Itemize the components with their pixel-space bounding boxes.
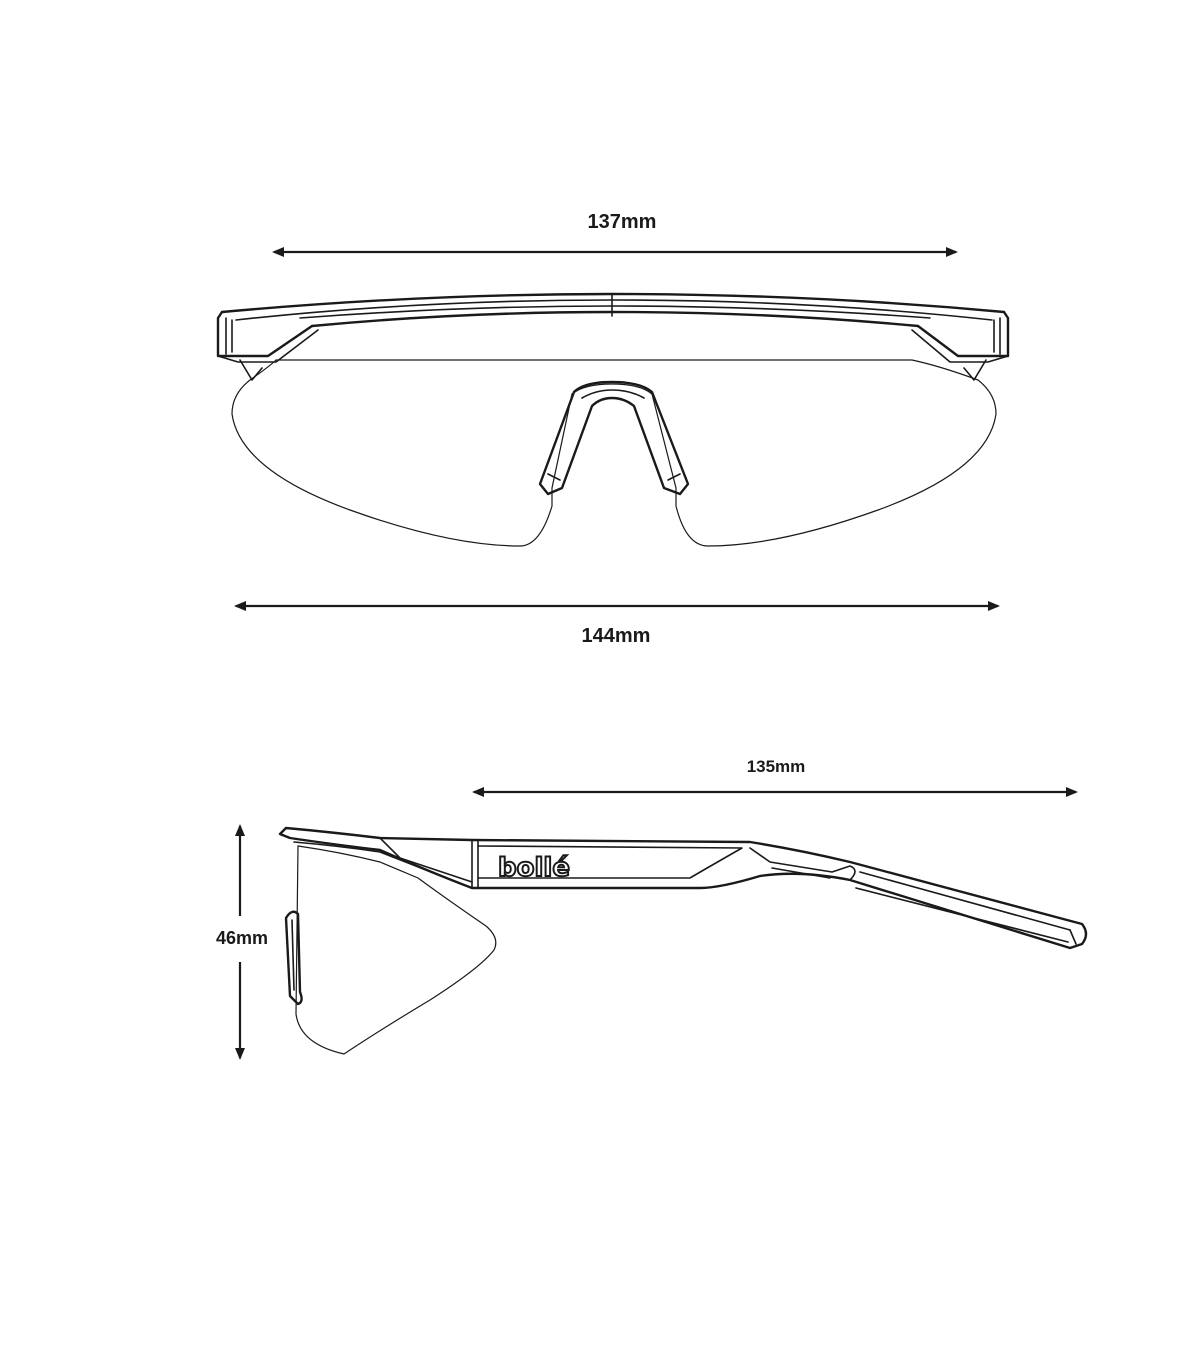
side-lens	[295, 845, 497, 1055]
lens-width-label: 144mm	[582, 625, 651, 647]
lens-height-label: 46mm	[216, 928, 268, 948]
nose-bridge	[538, 380, 690, 496]
temple-length-label: 135mm	[747, 757, 806, 776]
front-view: 137mm	[216, 211, 1010, 647]
lens-height-dimension: 46mm	[216, 824, 268, 1060]
brand-logo: bollé	[497, 852, 571, 884]
side-view: 135mm 46mm bollé	[216, 757, 1088, 1060]
temple-length-dimension: 135mm	[472, 757, 1078, 797]
side-frame	[278, 826, 1088, 950]
frame-width-label: 137mm	[588, 211, 657, 233]
brand-logo-text: bollé	[498, 853, 570, 883]
side-nose-pad	[284, 910, 303, 1006]
front-frame	[216, 292, 1010, 381]
lens-width-dimension: 144mm	[234, 601, 1000, 647]
frame-width-dimension: 137mm	[272, 211, 958, 257]
front-lens-shield	[231, 359, 997, 547]
